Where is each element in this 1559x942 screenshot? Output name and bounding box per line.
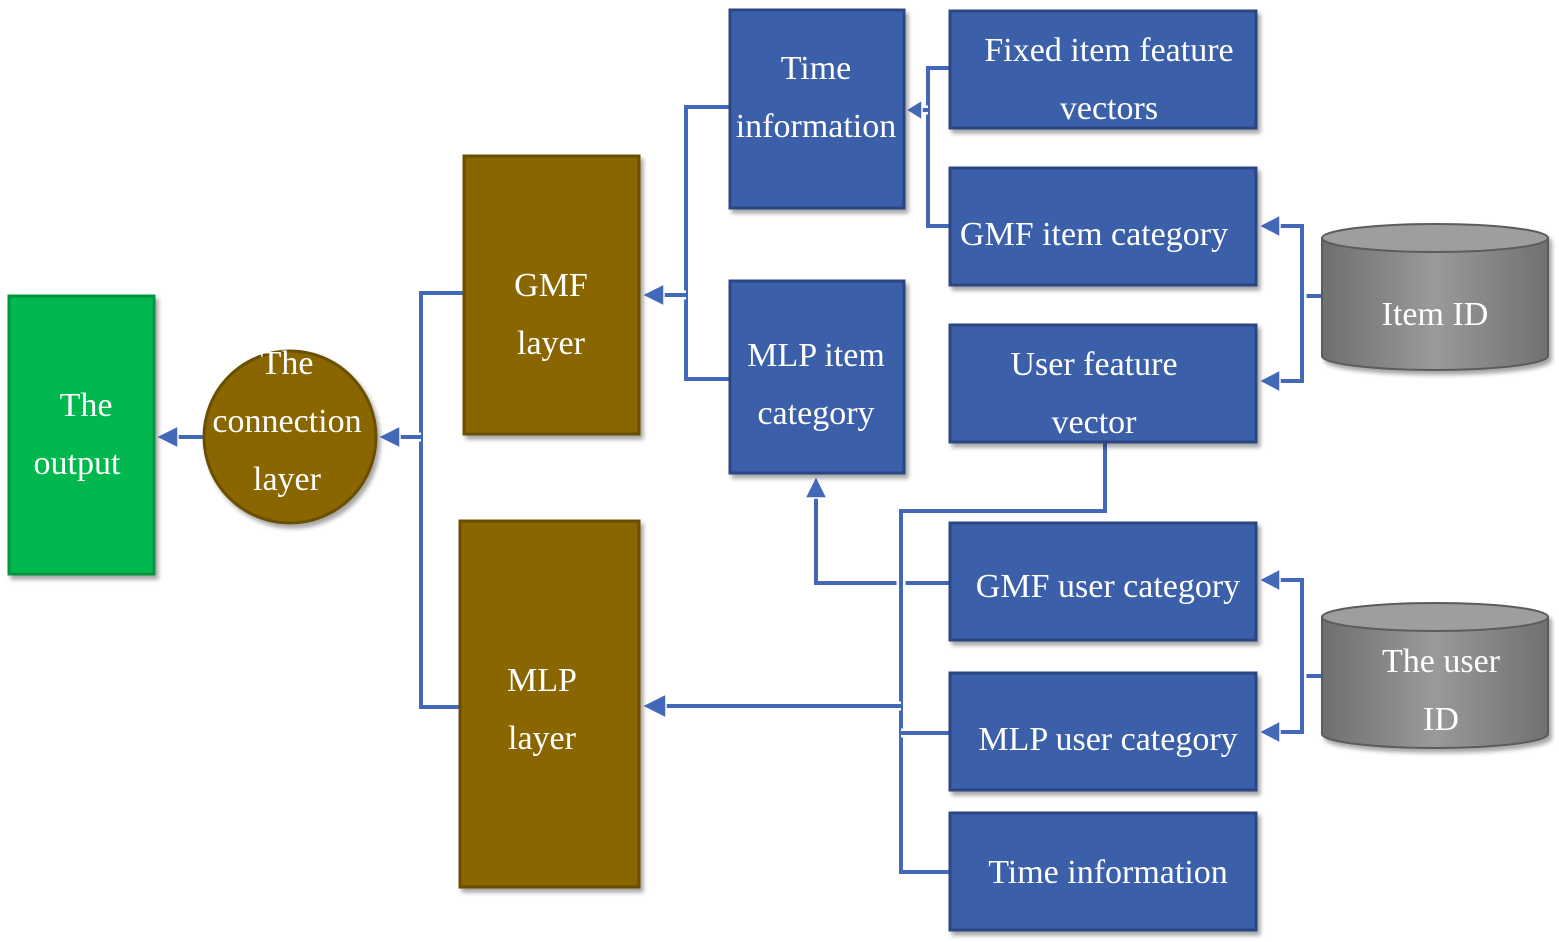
arrowhead-gmf-user-category xyxy=(1257,567,1281,593)
arrowhead-gmf-layer xyxy=(640,282,665,308)
mlp-user-category-label: MLP user category xyxy=(978,721,1237,758)
edge-itemid-branch xyxy=(1266,221,1322,386)
gmf-layer-label-line-1: GMF xyxy=(514,267,588,304)
connection-layer-label-line-2: connection xyxy=(212,403,361,440)
arrowhead-mlp-user-category xyxy=(1257,719,1281,745)
node-mlp-item-category: MLP item category xyxy=(728,279,906,475)
edge-gmfuser-to-mlpitem xyxy=(811,492,950,588)
node-time-information-bottom: Time information xyxy=(948,811,1258,932)
gmf-item-category-label: GMF item category xyxy=(960,216,1228,253)
user-id-label-line-1: The user xyxy=(1382,643,1501,680)
arrowhead-mlp-layer xyxy=(640,692,667,720)
arrowhead-connection-layer xyxy=(376,424,401,450)
arrowhead-user-feature-vector xyxy=(1257,368,1281,394)
node-gmf-user-category: GMF user category xyxy=(948,521,1258,642)
time-information-bottom-label: Time information xyxy=(988,854,1228,891)
arrowhead-output xyxy=(154,424,179,450)
node-mlp-layer: MLP layer xyxy=(458,519,641,889)
node-output: The output xyxy=(7,294,156,576)
edge-user-branches-to-mlp-layer xyxy=(665,443,1110,877)
output-label-line-1: The xyxy=(60,387,113,424)
connection-layer-label-line-3: layer xyxy=(253,461,322,498)
item-id-label: Item ID xyxy=(1382,296,1489,333)
user-id-label-line-2: ID xyxy=(1423,701,1459,738)
connectors xyxy=(154,63,1322,877)
edge-userid-branch xyxy=(1266,575,1322,737)
edge-fixed-gmfitem-to-time-info xyxy=(910,63,950,231)
edge-layers-to-connection xyxy=(398,288,464,712)
user-feature-vector-label-line-2: vector xyxy=(1052,404,1138,441)
connection-layer-label-line-1: The xyxy=(261,345,314,382)
fixed-item-feature-vectors-label-line-2: vectors xyxy=(1060,90,1158,127)
node-fixed-item-feature-vectors: Fixed item feature vectors xyxy=(948,9,1258,130)
node-time-information-top: Time information xyxy=(728,8,906,210)
time-information-top-label-line-1: Time xyxy=(781,50,852,87)
node-item-id: Item ID xyxy=(1321,223,1549,371)
node-user-feature-vector: User feature vector xyxy=(948,323,1258,444)
node-connection-layer: The connection layer xyxy=(202,345,378,525)
node-mlp-user-category: MLP user category xyxy=(948,671,1258,792)
gmf-user-category-label: GMF user category xyxy=(976,568,1240,605)
gmf-layer-label-line-2: layer xyxy=(517,325,586,362)
mlp-item-category-label-line-1: MLP item xyxy=(747,337,885,374)
output-label-line-2: output xyxy=(34,445,121,482)
node-gmf-item-category: GMF item category xyxy=(948,166,1258,287)
arrowhead-gmf-item-category xyxy=(1257,213,1281,239)
user-feature-vector-label-line-1: User feature xyxy=(1010,346,1177,383)
node-user-id: The user ID xyxy=(1321,602,1549,749)
arrowhead-time-info xyxy=(904,98,923,122)
mlp-layer-label-line-1: MLP xyxy=(507,662,577,699)
fixed-item-feature-vectors-label-line-1: Fixed item feature xyxy=(984,32,1233,69)
mlp-layer-label-line-2: layer xyxy=(508,720,577,757)
node-gmf-layer: GMF layer xyxy=(462,154,641,436)
arrowhead-mlp-item-category xyxy=(803,474,829,499)
time-information-top-label-line-2: information xyxy=(736,108,897,145)
mlp-item-category-label-line-2: category xyxy=(757,395,874,432)
edge-time-mlpitem-to-gmf-layer xyxy=(650,102,730,384)
